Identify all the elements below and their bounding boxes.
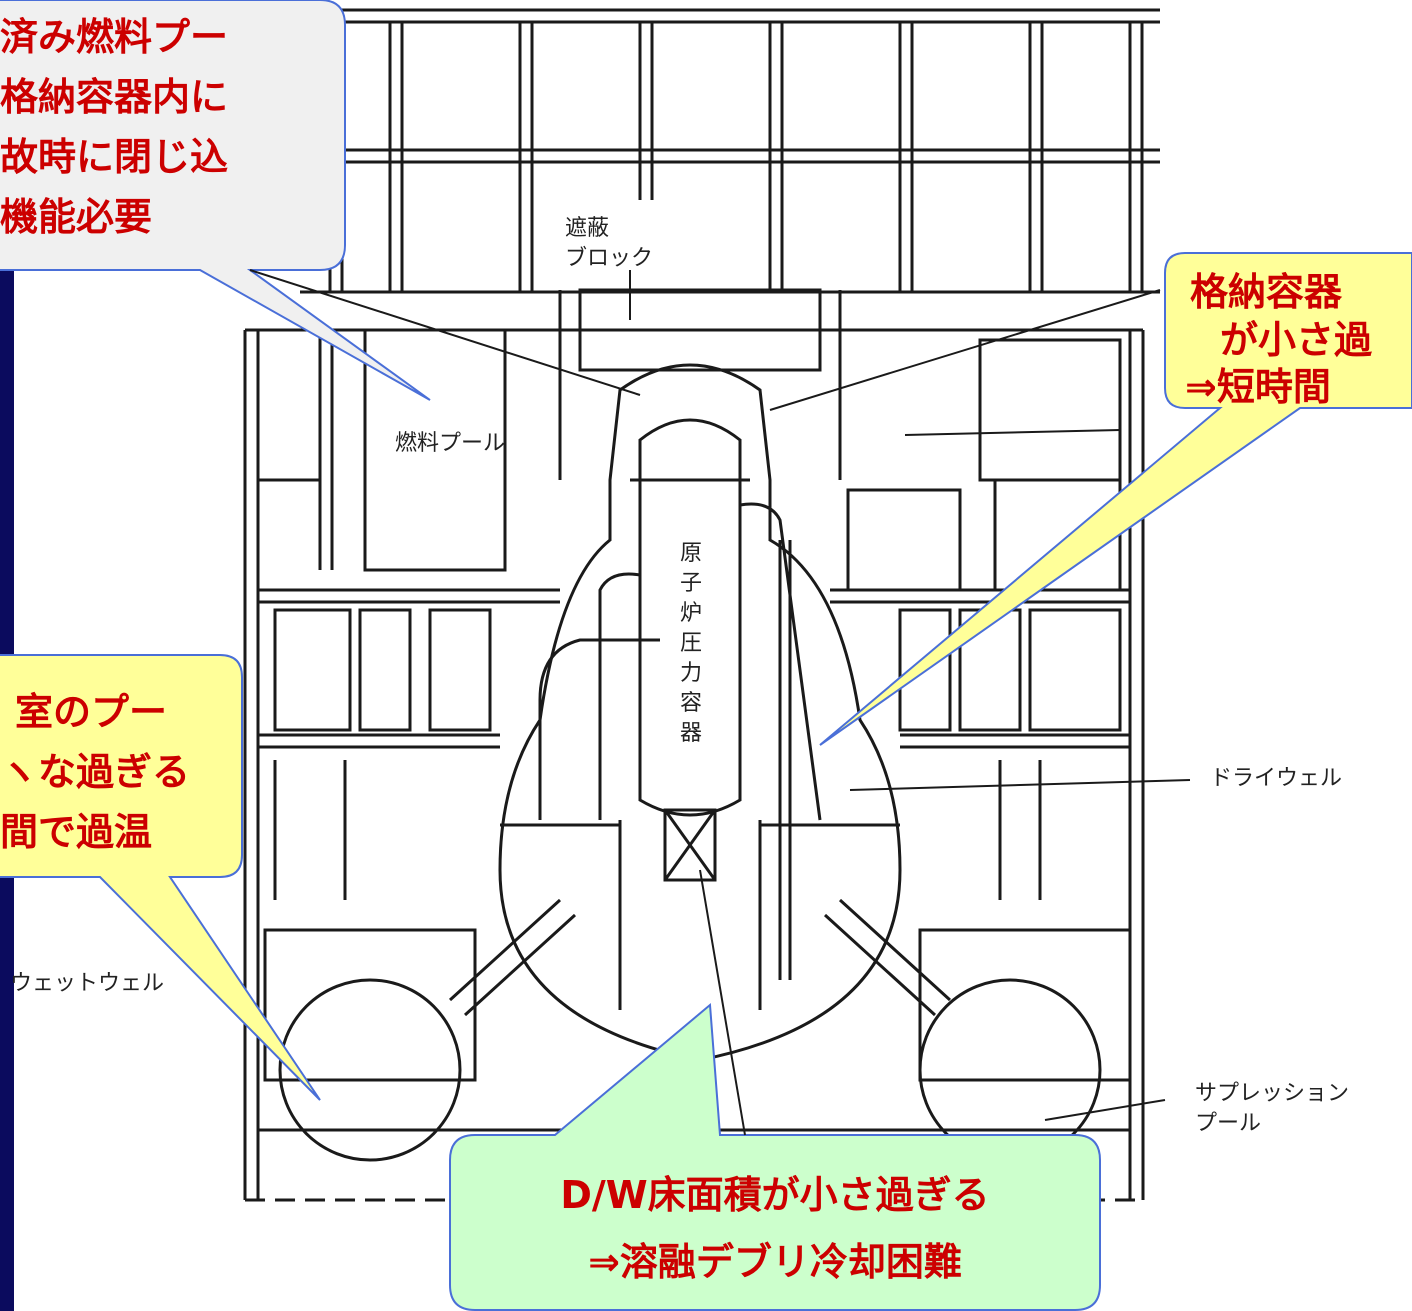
label-suppression-2: プール <box>1195 1111 1261 1136</box>
svg-text:炉: 炉 <box>680 601 702 626</box>
callout-top-right-line-2: が小さ過 <box>1220 318 1373 362</box>
label-drywell: ドライウェル <box>1210 766 1342 791</box>
label-suppression-1: サプレッション <box>1195 1081 1349 1106</box>
svg-text:子: 子 <box>680 571 702 596</box>
label-fuel-pool: 燃料プール <box>395 431 505 456</box>
label-wetwell: ウェットウェル <box>10 971 164 996</box>
svg-text:容: 容 <box>680 691 702 716</box>
callout-top-left: 済み燃料プー 格納容器内に 故時に閉じ込 機能必要 <box>0 0 641 401</box>
callout-bottom-line-2: ⇒溶融デブリ冷却困難 <box>588 1240 962 1284</box>
callout-bottom: D/W床面積が小さ過ぎる ⇒溶融デブリ冷却困難 <box>449 869 1101 1311</box>
callout-mid-left-line-2: ヽな過ぎる <box>0 750 190 794</box>
callout-top-left-line-1: 済み燃料プー <box>0 15 228 59</box>
diagram-arrows <box>629 270 1191 1121</box>
callout-mid-left-line-3: 間で過温 <box>0 810 152 854</box>
callout-top-left-line-4: 機能必要 <box>0 195 152 239</box>
svg-text:力: 力 <box>680 661 702 686</box>
svg-text:圧: 圧 <box>680 631 702 656</box>
callout-mid-left: 室のプー ヽな過ぎる 間で過温 <box>0 654 321 1101</box>
label-shield-2: ブロック <box>565 246 653 271</box>
callout-top-right-line-3: ⇒短時間 <box>1185 365 1331 409</box>
svg-text:器: 器 <box>680 721 702 746</box>
callout-top-left-line-2: 格納容器内に <box>0 75 228 119</box>
callout-bottom-line-1: D/W床面積が小さ過ぎる <box>560 1173 989 1217</box>
callout-top-right-line-1: 格納容器 <box>1190 270 1343 314</box>
callout-mid-left-line-1: 室のプー <box>15 690 167 734</box>
label-rpv: 原 子 炉 圧 力 容 器 <box>680 541 702 746</box>
label-shield-1: 遮蔽 <box>565 216 609 241</box>
callout-top-left-line-3: 故時に閉じ込 <box>0 135 228 179</box>
building-structure <box>243 8 1160 1202</box>
svg-text:原: 原 <box>680 541 702 566</box>
callout-top-right: 格納容器 が小さ過 ⇒短時間 <box>769 252 1412 746</box>
